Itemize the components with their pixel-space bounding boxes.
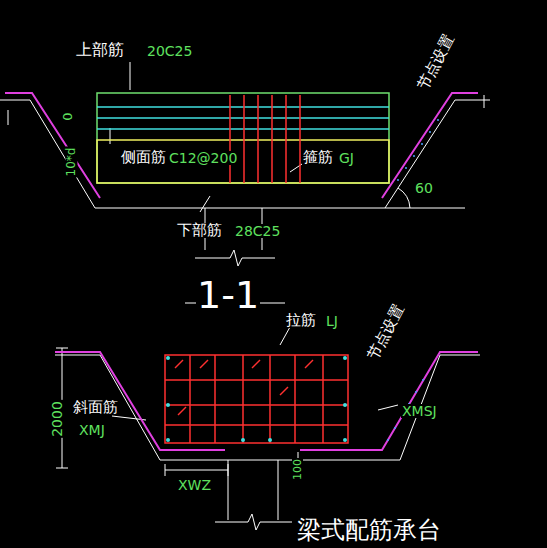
note-text: 节点设置 [365, 302, 407, 364]
angle-dimension: 60 [414, 181, 434, 195]
part-name: 拉筋 [285, 313, 317, 328]
caption: 梁式配筋承台 [296, 518, 442, 542]
part-name: 箍筋 [302, 150, 334, 165]
dimension: 2000 [50, 400, 64, 438]
part-name: 下部筋 [176, 223, 223, 238]
rebar-spec: XMJ [78, 423, 106, 437]
rebar-spec: LJ [325, 314, 339, 328]
rebar-spec: 28C25 [234, 224, 281, 238]
part-name: 上部筋 [75, 42, 125, 58]
rebar-spec: XMSJ [401, 404, 438, 418]
dimension: 100 [292, 458, 303, 481]
rebar-spec: XWZ [177, 478, 212, 492]
dimension: 10*d [65, 147, 77, 178]
part-name: 侧面筋 [120, 150, 167, 165]
part-name: 斜面筋 [72, 400, 119, 415]
note-text: 节点设置 [415, 32, 457, 94]
section-mark: 1-1 [196, 276, 260, 314]
rebar-spec: C12@200 [168, 151, 238, 165]
rebar-spec: GJ [338, 151, 355, 165]
rebar-spec: 20C25 [146, 44, 193, 58]
dimension: 0 [61, 111, 74, 121]
